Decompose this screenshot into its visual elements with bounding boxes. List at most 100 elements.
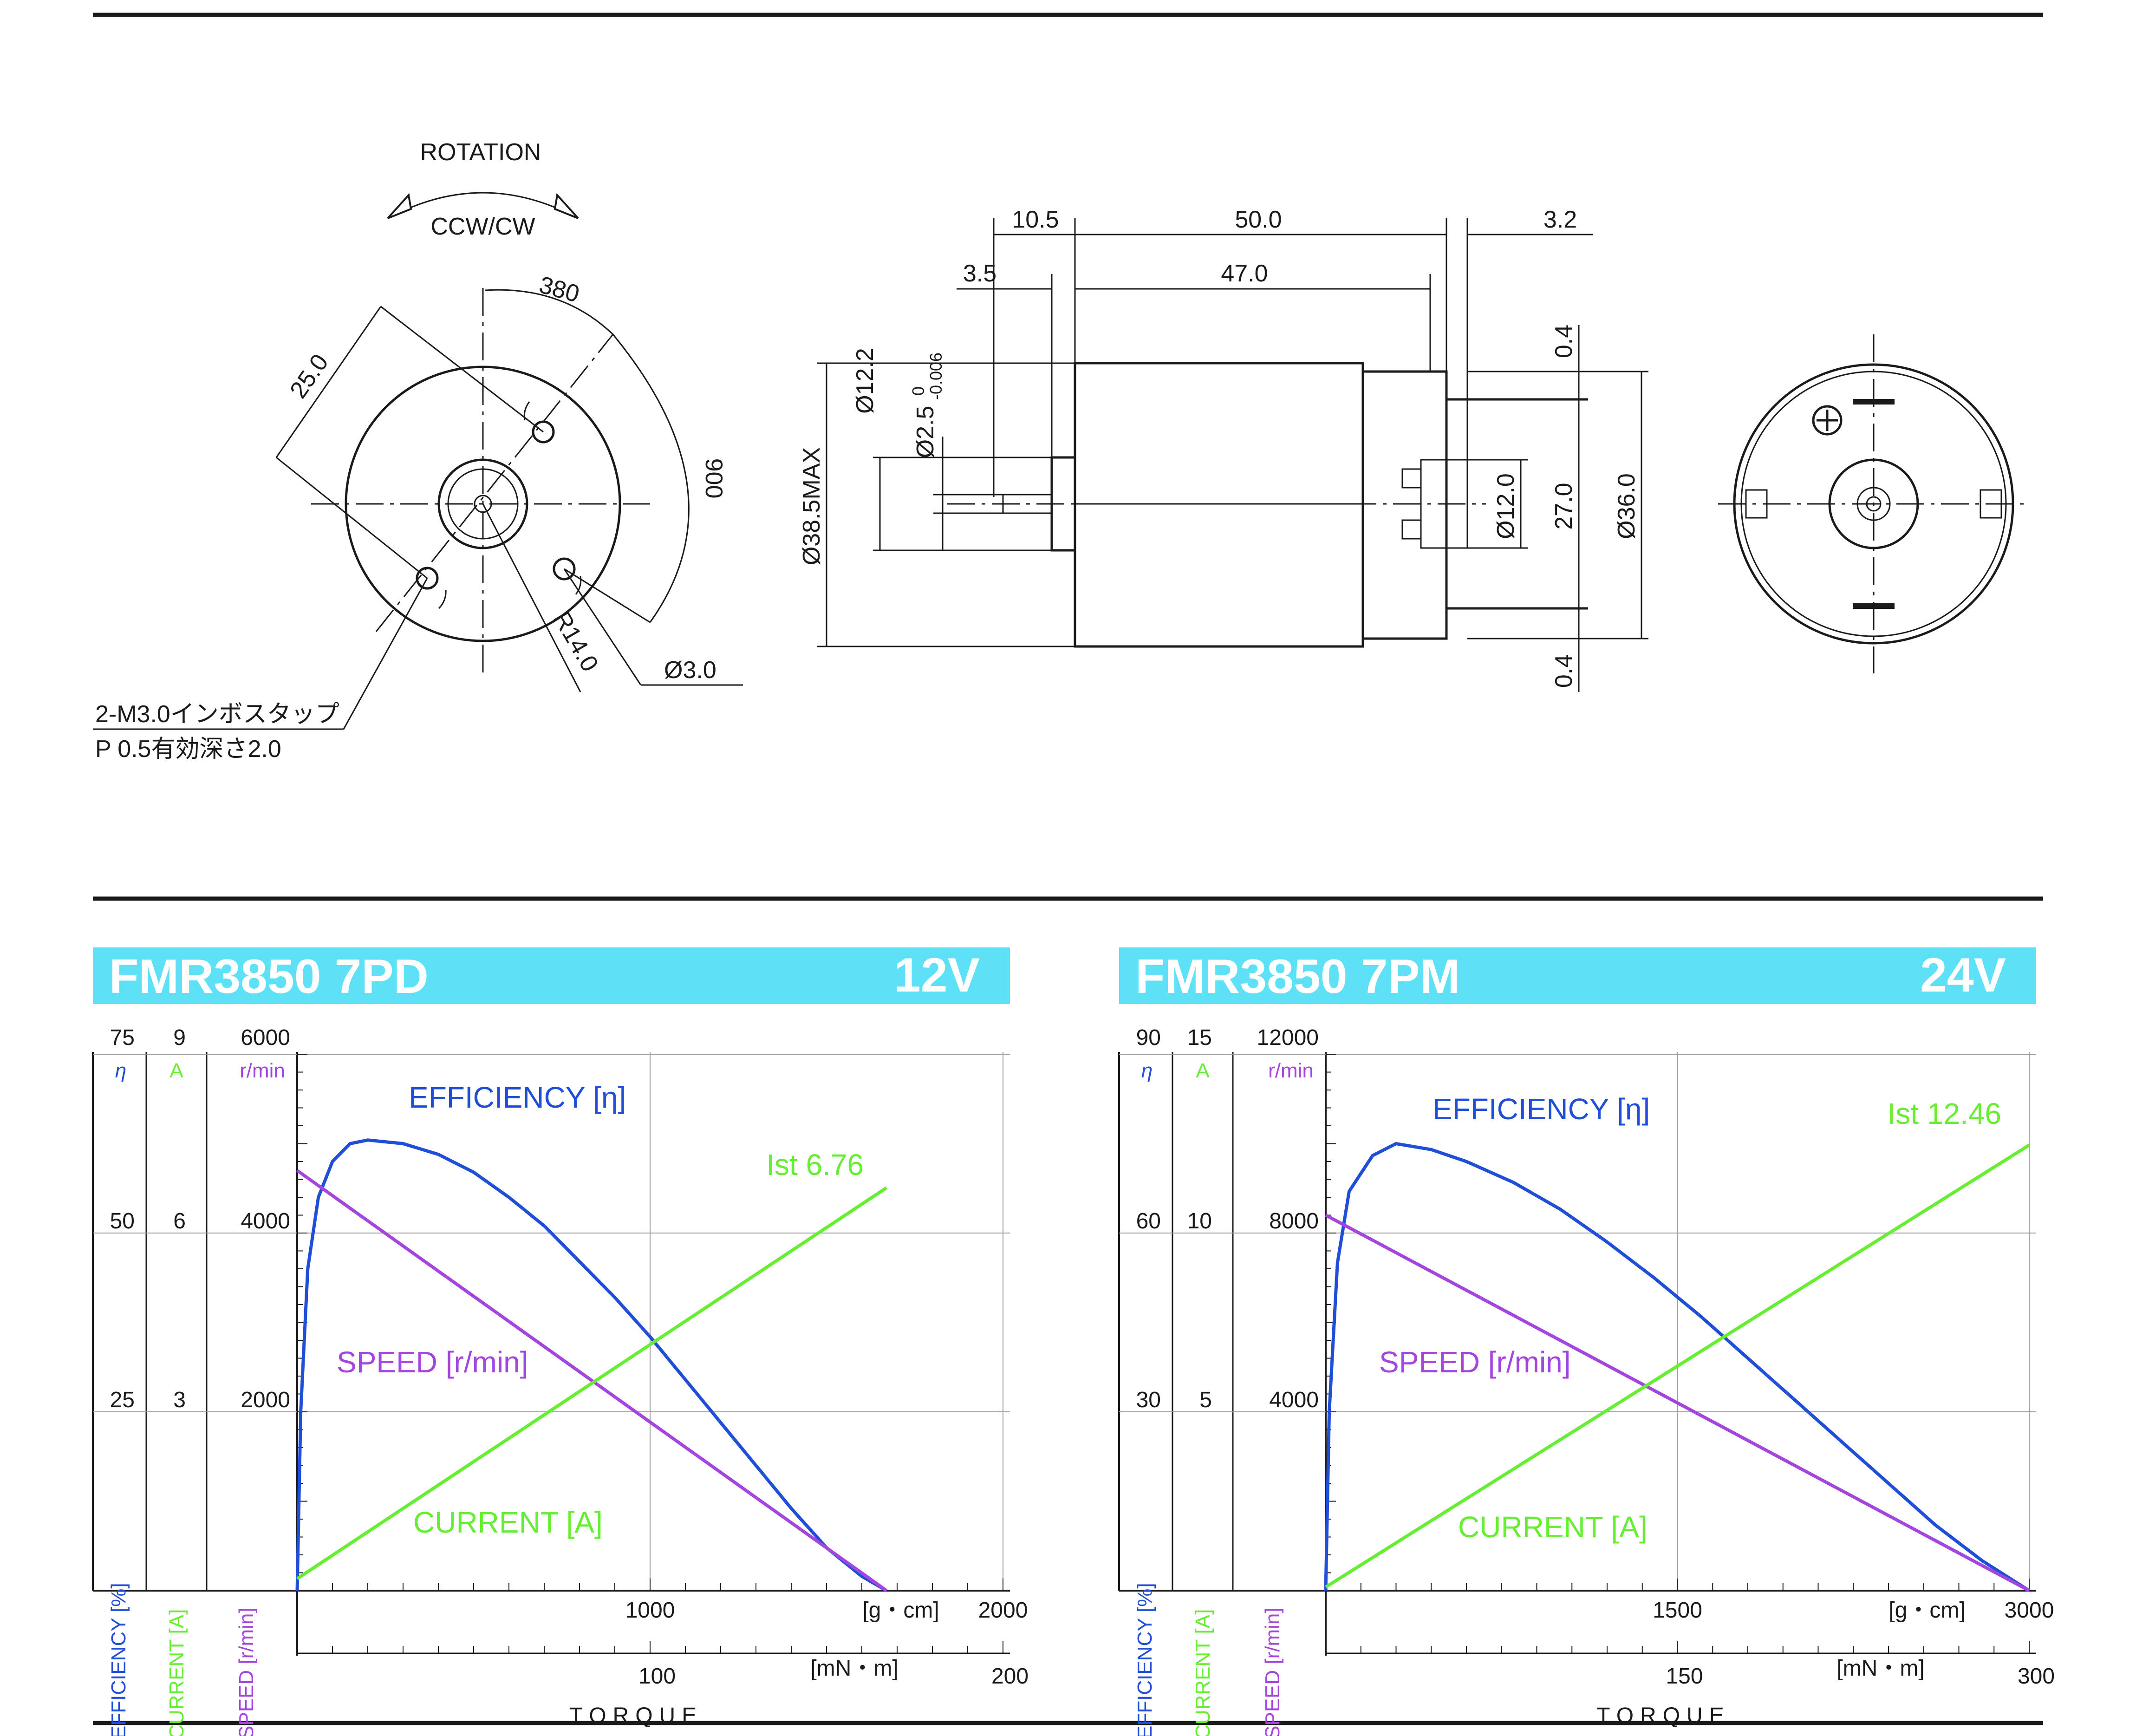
hole-arc-3 xyxy=(575,575,582,595)
y-tick-efficiency: 75 xyxy=(110,1025,135,1050)
front-body-outline xyxy=(345,365,621,642)
dim-380-arc xyxy=(485,289,614,335)
axis-name-current: CURRENT [A] xyxy=(165,1609,188,1736)
y-tick-current: 6 xyxy=(173,1209,186,1233)
dim-900-ext xyxy=(564,568,651,623)
side-view-drawing: 10.5 50.0 3.2 3.5 47.0 Ø38.5MAX Ø12.2 Ø2… xyxy=(798,206,1648,692)
dim-3-2-text: 3.2 xyxy=(1543,206,1577,233)
y-tick-efficiency: 50 xyxy=(110,1209,135,1233)
dim-d12-text: Ø12.0 xyxy=(1492,473,1519,539)
x-unit-mnm: [mN・m] xyxy=(810,1656,898,1681)
note-line-1: 2-M3.0インボスタップ xyxy=(95,701,339,728)
chart-curves xyxy=(1324,1142,2030,1592)
x-tick-mnm: 300 xyxy=(2018,1664,2055,1689)
axis-name-efficiency: EFFICIENCY [%] xyxy=(107,1583,130,1736)
rear-tab-left xyxy=(1745,489,1768,519)
dim-0-4-top-text: 0.4 xyxy=(1550,325,1577,358)
efficiency-symbol: η xyxy=(115,1059,126,1082)
dim-25-text: 25.0 xyxy=(285,349,334,403)
front-boss-inner xyxy=(447,468,519,540)
rear-view-drawing xyxy=(1718,334,2029,673)
dim-d38-text: Ø38.5MAX xyxy=(798,447,825,565)
y-tick-efficiency: 25 xyxy=(110,1388,135,1412)
rear-body-inner xyxy=(1740,371,2007,637)
dim-900-text: 900 xyxy=(700,458,727,499)
y-tick-speed: 8000 xyxy=(1269,1209,1319,1233)
chart-grid xyxy=(1118,1052,2036,1656)
dim-47-text: 47.0 xyxy=(1221,260,1268,287)
x-tick-gcm: 3000 xyxy=(2005,1598,2054,1623)
chart-labels: EFFICIENCY [η]SPEED [r/min]CURRENT [A]Is… xyxy=(1379,1092,2001,1544)
series-speed xyxy=(296,1169,888,1592)
x-axis-title: TORQUE xyxy=(1596,1703,1730,1728)
dim-d2-5-tol-upper: 0 xyxy=(909,386,928,396)
x-tick-gcm: 1000 xyxy=(625,1598,675,1623)
chart-title: FMR3850 7PM xyxy=(1135,950,1460,1004)
dim-hole-text: Ø3.0 xyxy=(664,657,716,684)
y-tick-speed: 4000 xyxy=(241,1209,290,1233)
rear-bearing-inner xyxy=(1856,487,1891,521)
plus-mark-circle xyxy=(1812,405,1843,436)
rotation-arrow-left xyxy=(387,193,412,219)
y-tick-current: 3 xyxy=(173,1388,186,1412)
speed-symbol: r/min xyxy=(240,1059,285,1082)
front-shaft xyxy=(474,495,492,513)
dim-900-arc xyxy=(612,334,690,623)
side-body xyxy=(1074,362,1364,648)
x-tick-gcm: 1500 xyxy=(1653,1598,1702,1623)
label-speed: SPEED [r/min] xyxy=(1379,1345,1571,1379)
dim-d36-text: Ø36.0 xyxy=(1613,473,1640,539)
dim-d2-5-tol-lower: -0.006 xyxy=(926,352,945,400)
label-current: CURRENT [A] xyxy=(1458,1510,1648,1544)
y-tick-speed: 12000 xyxy=(1257,1025,1319,1050)
dim-r14-text: R14.0 xyxy=(548,607,604,676)
dim-10-5-text: 10.5 xyxy=(1012,206,1059,233)
vent-hole xyxy=(553,557,576,581)
label-efficiency: EFFICIENCY [η] xyxy=(1433,1092,1650,1126)
series-current xyxy=(1325,1143,2030,1589)
x-unit-mnm: [mN・m] xyxy=(1836,1656,1924,1681)
hole-arc-2 xyxy=(438,589,447,609)
y-tick-current: 15 xyxy=(1187,1025,1212,1050)
chart-voltage: 24V xyxy=(1920,948,2006,1002)
front-boss-outer xyxy=(437,458,528,549)
x-tick-mnm: 150 xyxy=(1666,1664,1703,1689)
y-tick-efficiency: 90 xyxy=(1136,1025,1161,1050)
dim-hole-leader xyxy=(563,568,642,685)
axis-name-current: CURRENT [A] xyxy=(1192,1609,1214,1736)
rear-body-outer xyxy=(1733,363,2014,645)
series-current xyxy=(296,1186,888,1580)
y-tick-speed: 6000 xyxy=(241,1025,290,1050)
axis-name-speed: SPEED [r/min] xyxy=(1261,1607,1284,1736)
dim-25-ext-bottom xyxy=(276,457,428,579)
x-tick-gcm: 2000 xyxy=(978,1598,1028,1623)
dim-d12-2-text: Ø12.2 xyxy=(852,348,879,414)
y-tick-current: 9 xyxy=(173,1025,186,1050)
dim-27-text: 27.0 xyxy=(1550,483,1577,529)
direction-label: CCW/CW xyxy=(430,213,535,240)
y-tick-efficiency: 30 xyxy=(1136,1388,1161,1412)
side-endcap xyxy=(1361,370,1448,640)
dim-r14-leader xyxy=(482,503,581,692)
chart-header-bar xyxy=(93,947,1010,1004)
note-leader xyxy=(343,578,428,730)
dim-3-5-text: 3.5 xyxy=(963,260,996,287)
axis-name-efficiency: EFFICIENCY [%] xyxy=(1133,1583,1156,1736)
front-view-drawing: ROTATION CCW/CW 25.0 380 900 xyxy=(93,139,743,763)
axis-name-speed: SPEED [r/min] xyxy=(235,1607,258,1736)
speed-symbol: r/min xyxy=(1268,1059,1314,1082)
chart-voltage: 12V xyxy=(894,948,980,1002)
efficiency-symbol: η xyxy=(1141,1059,1153,1082)
x-unit-gcm: [g・cm] xyxy=(862,1598,939,1623)
hole-arc-1 xyxy=(523,401,530,421)
label-speed: SPEED [r/min] xyxy=(337,1345,528,1379)
x-tick-mnm: 200 xyxy=(991,1664,1029,1689)
label-current: CURRENT [A] xyxy=(413,1506,603,1539)
rotation-arrow-right xyxy=(554,193,579,219)
current-symbol: A xyxy=(1196,1059,1210,1082)
label-stall-current: Ist 6.76 xyxy=(766,1148,864,1181)
